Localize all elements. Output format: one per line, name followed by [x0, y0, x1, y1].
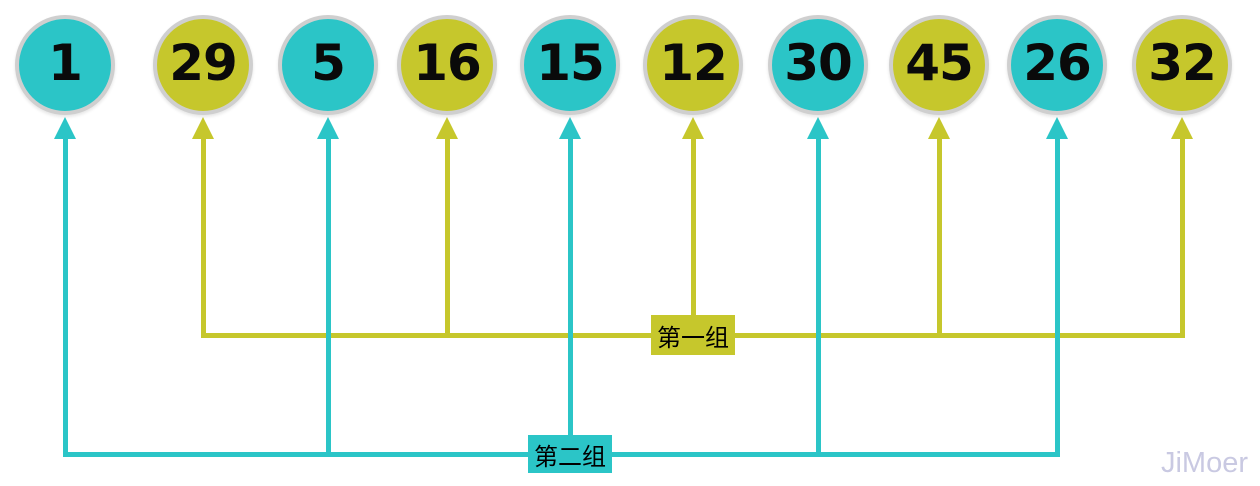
- ball-1: 1: [15, 15, 115, 115]
- ball-45: 45: [889, 15, 989, 115]
- ball-29: 29: [153, 15, 253, 115]
- ball-16: 16: [397, 15, 497, 115]
- up-arrow-icon: [1046, 117, 1068, 139]
- group-connector-vertical: [936, 136, 942, 338]
- ball-number: 5: [311, 34, 346, 92]
- ball-number: 30: [784, 34, 853, 92]
- ball-5: 5: [278, 15, 378, 115]
- up-arrow-icon: [559, 117, 581, 139]
- up-arrow-icon: [192, 117, 214, 139]
- group-connector-vertical: [690, 136, 696, 338]
- ball-15: 15: [520, 15, 620, 115]
- ball-26: 26: [1007, 15, 1107, 115]
- ball-number: 29: [169, 34, 238, 92]
- ball-number: 45: [905, 34, 974, 92]
- up-arrow-icon: [1171, 117, 1193, 139]
- group-connector-vertical: [1054, 136, 1060, 457]
- group-connector-vertical: [200, 136, 206, 338]
- group-connector-vertical: [444, 136, 450, 338]
- up-arrow-icon: [928, 117, 950, 139]
- group-label-text: 第一组: [657, 323, 729, 352]
- group-connector-vertical: [325, 136, 331, 457]
- ball-number: 16: [413, 34, 482, 92]
- up-arrow-icon: [54, 117, 76, 139]
- watermark: JiMoer: [1160, 447, 1248, 479]
- ball-number: 15: [536, 34, 605, 92]
- ball-number: 12: [659, 34, 728, 92]
- up-arrow-icon: [436, 117, 458, 139]
- group-label-first: 第一组: [651, 315, 735, 355]
- group-connector-vertical: [815, 136, 821, 457]
- group-connector-vertical: [62, 136, 68, 457]
- ball-number: 26: [1023, 34, 1092, 92]
- group-connector-vertical: [567, 136, 573, 457]
- group-label-second: 第二组: [528, 435, 612, 473]
- group-connector-vertical: [1179, 136, 1185, 338]
- up-arrow-icon: [807, 117, 829, 139]
- up-arrow-icon: [317, 117, 339, 139]
- ball-number: 32: [1148, 34, 1217, 92]
- ball-30: 30: [768, 15, 868, 115]
- group-label-text: 第二组: [534, 442, 606, 471]
- ball-32: 32: [1132, 15, 1232, 115]
- up-arrow-icon: [682, 117, 704, 139]
- ball-number: 1: [48, 34, 83, 92]
- ball-12: 12: [643, 15, 743, 115]
